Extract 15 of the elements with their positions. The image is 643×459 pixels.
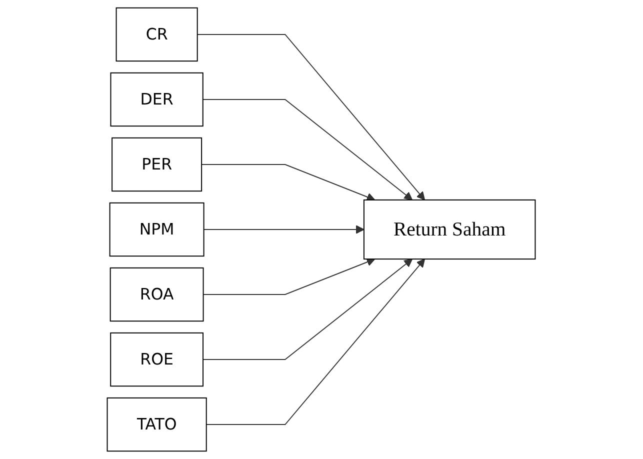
node-box: ROE	[110, 332, 204, 387]
arrow	[202, 99, 413, 200]
arrow	[203, 258, 376, 295]
arrow	[197, 34, 426, 200]
arrow	[201, 164, 376, 202]
node-box: CR	[116, 7, 198, 62]
node-box: PER	[112, 137, 202, 192]
node-box: TATO	[107, 397, 208, 452]
arrow	[202, 258, 413, 360]
node-box: ROA	[110, 267, 204, 322]
node-box: NPM	[110, 202, 205, 257]
arrow	[206, 258, 426, 426]
node-box: Return Saham	[364, 199, 536, 260]
node-box: DER	[110, 72, 204, 127]
arrow	[204, 225, 365, 234]
